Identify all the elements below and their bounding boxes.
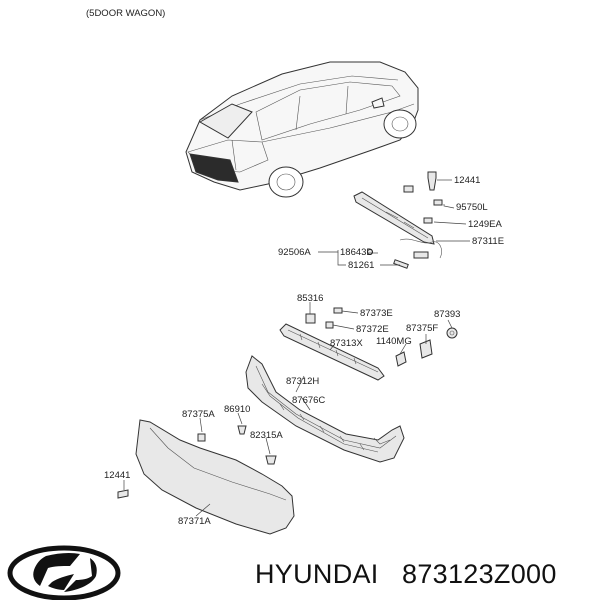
label-87372E: 87372E [356,324,389,335]
part-number: 873123Z000 [402,559,557,589]
label-12441-top: 12441 [454,175,480,186]
label-18643D: 18643D [340,247,373,258]
label-81261: 81261 [348,260,374,271]
upper-harness-assembly [353,171,443,269]
label-95750L: 95750L [456,202,488,213]
label-87311E: 87311E [472,236,504,247]
label-82315A: 82315A [250,430,283,441]
garnish-cover-87371A [117,419,295,535]
brand-name: HYUNDAI [255,559,379,589]
wagon-car-illustration [185,61,419,198]
hyundai-logo [7,545,121,600]
garnish-panel-87312H [245,355,405,463]
label-87313X: 87313X [330,338,363,349]
label-85316: 85316 [297,293,323,304]
variant-title: (5DOOR WAGON) [86,8,165,19]
garnish-strip-87313X [279,307,458,381]
label-87676C: 87676C [292,395,325,406]
label-12441-bottom: 12441 [104,470,130,481]
label-87375F: 87375F [406,323,438,334]
label-87393: 87393 [434,309,460,320]
label-1249EA: 1249EA [468,219,502,230]
label-1140MG: 1140MG [376,336,412,347]
label-87312H: 87312H [286,376,319,387]
label-87373E: 87373E [360,308,393,319]
label-86910: 86910 [224,404,250,415]
label-87375A: 87375A [182,409,215,420]
label-92506A: 92506A [278,247,311,258]
label-87371A: 87371A [178,516,211,527]
